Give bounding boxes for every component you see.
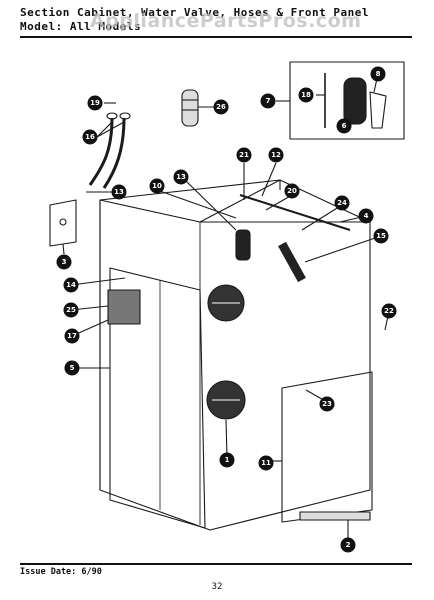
part-8-clip xyxy=(369,91,387,129)
model-label: Model: xyxy=(20,20,63,33)
callout-circle-11 xyxy=(258,455,274,471)
callout-label-26: 26 xyxy=(216,103,226,111)
callout-circle-10 xyxy=(149,178,165,194)
callout-label-17: 17 xyxy=(67,332,77,340)
part-13-coil xyxy=(235,229,251,261)
callout-circle-19 xyxy=(87,95,103,111)
page-number: 32 xyxy=(211,582,223,592)
callout-label-24: 24 xyxy=(337,199,347,207)
callout-label-7: 7 xyxy=(266,97,271,105)
callout-circle-18 xyxy=(298,87,314,103)
section-label: Section xyxy=(20,6,70,19)
callout-circle-12 xyxy=(268,147,284,163)
part-2-bottom-rail xyxy=(299,511,371,521)
cabinet-outline xyxy=(99,179,371,531)
callout-label-14: 14 xyxy=(66,281,76,289)
callout-label-11: 11 xyxy=(261,459,271,467)
callout-label-13: 13 xyxy=(114,188,124,196)
callout-circle-26 xyxy=(213,99,229,115)
callout-circle-24 xyxy=(334,195,350,211)
callout-circle-8 xyxy=(370,66,386,82)
callout-label-2: 2 xyxy=(346,541,351,549)
callout-circle-23 xyxy=(319,396,335,412)
part-6-coil xyxy=(343,77,367,125)
part-25-control xyxy=(107,289,141,325)
callout-circle-25 xyxy=(63,302,79,318)
callout-label-12: 12 xyxy=(271,151,281,159)
callout-circle-22 xyxy=(381,303,397,319)
callout-circle-13 xyxy=(111,184,127,200)
callout-circle-1 xyxy=(219,452,235,468)
callout-label-1: 1 xyxy=(225,456,230,464)
callout-label-8: 8 xyxy=(376,70,381,78)
callout-label-16: 16 xyxy=(85,133,95,141)
section-value: Cabinet, Water Valve, Hoses & Front Pane… xyxy=(76,6,370,19)
section-heading: Section Cabinet, Water Valve, Hoses & Fr… xyxy=(20,6,369,19)
callout-label-19: 19 xyxy=(90,99,100,107)
issue-date: Issue Date: 6/90 xyxy=(20,567,102,577)
part-5-front-panel xyxy=(109,267,206,529)
callout-label-6: 6 xyxy=(342,122,347,130)
callout-label-3: 3 xyxy=(62,258,67,266)
callout-circle-4 xyxy=(358,208,374,224)
callout-label-22: 22 xyxy=(384,307,394,315)
callout-circle-3 xyxy=(56,254,72,270)
callout-label-4: 4 xyxy=(364,212,369,220)
callout-label-18: 18 xyxy=(301,91,311,99)
callout-circle-17 xyxy=(64,328,80,344)
part-11-service-panel xyxy=(281,371,373,523)
header-rule xyxy=(20,36,412,38)
callout-label-5: 5 xyxy=(70,364,75,372)
callout-circle-16 xyxy=(82,129,98,145)
callout-circle-20 xyxy=(284,183,300,199)
callout-label-20: 20 xyxy=(287,187,297,195)
part-15-hose xyxy=(278,241,306,283)
callout-circle-5 xyxy=(64,360,80,376)
callout-label-13: 13 xyxy=(176,173,186,181)
model-value: All Models xyxy=(69,20,142,33)
watermark-text: AppliancePartsPros.com xyxy=(90,10,362,32)
callout-label-21: 21 xyxy=(239,151,249,159)
callout-circle-14 xyxy=(63,277,79,293)
callout-label-25: 25 xyxy=(66,306,76,314)
callout-circle-13 xyxy=(173,169,189,185)
part-16-hose-a xyxy=(88,117,114,186)
callout-circle-21 xyxy=(236,147,252,163)
callout-circle-6 xyxy=(336,118,352,134)
part-3-bracket xyxy=(49,199,77,247)
part-26-hose xyxy=(181,89,199,127)
callout-label-23: 23 xyxy=(322,400,332,408)
model-heading: Model: All Models xyxy=(20,20,141,33)
callout-label-10: 10 xyxy=(152,182,162,190)
part-16-hose-b xyxy=(102,117,126,189)
footer-rule xyxy=(20,563,412,565)
callout-label-15: 15 xyxy=(376,232,386,240)
callout-circle-2 xyxy=(340,537,356,553)
callout-circle-7 xyxy=(260,93,276,109)
callout-circle-15 xyxy=(373,228,389,244)
